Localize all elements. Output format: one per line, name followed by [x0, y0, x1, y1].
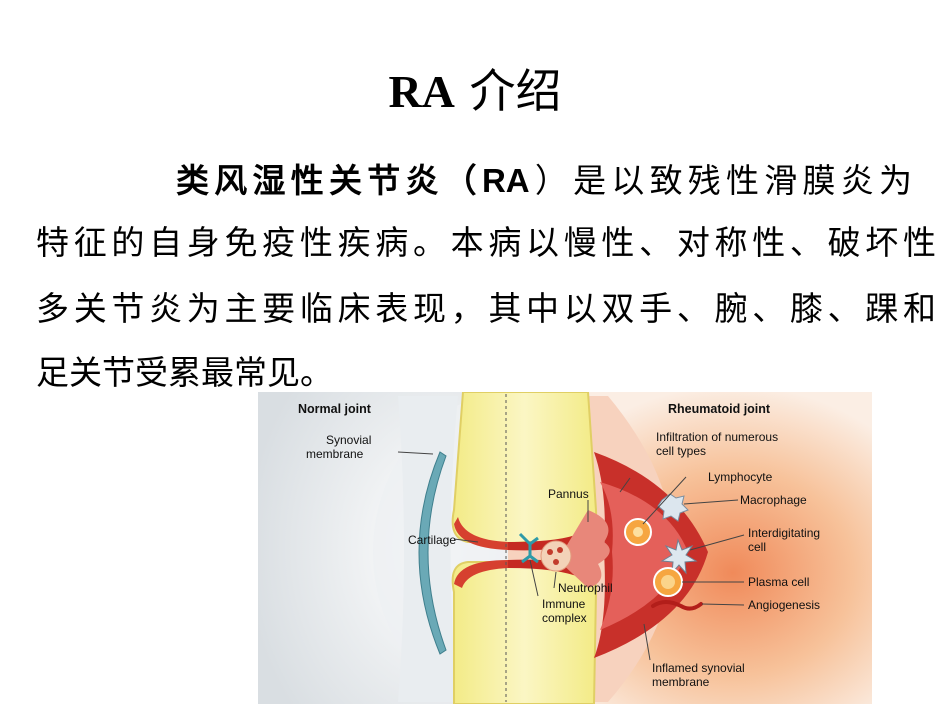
title-text: 介绍: [470, 64, 562, 118]
upper-bone: [453, 392, 596, 544]
neutrophil-granule-3: [553, 559, 559, 565]
paragraph-line-4: 足关节受累最常见。: [36, 348, 936, 398]
label-angiogenesis: Angiogenesis: [748, 598, 820, 612]
label-inflamed-1: Inflamed synovial: [652, 661, 745, 675]
term-bold: 类风湿性关节炎（: [176, 161, 482, 200]
plasma-cell-nucleus: [661, 575, 675, 589]
joint-diagram-svg: Normal joint Rheumatoid joint Synovial m…: [258, 392, 872, 704]
heading-rheumatoid-joint: Rheumatoid joint: [668, 402, 771, 416]
lymphocyte-nucleus: [633, 527, 643, 537]
label-plasma-cell: Plasma cell: [748, 575, 809, 589]
paragraph-line-1: 类风湿性关节炎（RA）是以致残性滑膜炎为: [176, 156, 912, 206]
label-neutrophil: Neutrophil: [558, 581, 613, 595]
neutrophil-granule-1: [547, 549, 553, 555]
neutrophil-granule-2: [557, 547, 563, 553]
paragraph-line-2: 特征的自身免疫性疾病。本病以慢性、对称性、破坏性: [36, 218, 936, 268]
term-abbreviation: RA: [482, 162, 530, 199]
title-abbreviation: RA: [388, 66, 454, 117]
neutrophil-cell: [541, 541, 571, 571]
label-infiltration-2: cell types: [656, 444, 706, 458]
label-inflamed-2: membrane: [652, 675, 710, 689]
label-synovial-1: Synovial: [326, 433, 371, 447]
label-lymphocyte: Lymphocyte: [708, 470, 773, 484]
label-pannus: Pannus: [548, 487, 589, 501]
label-infiltration-1: Infiltration of numerous: [656, 430, 778, 444]
slide-title: RA 介绍: [0, 58, 950, 125]
paragraph-line-3: 多关节炎为主要临床表现，其中以双手、腕、膝、踝和: [36, 284, 936, 334]
label-macrophage: Macrophage: [740, 493, 807, 507]
label-interdigitating-1: Interdigitating: [748, 526, 820, 540]
label-immune-2: complex: [542, 611, 587, 625]
label-synovial-2: membrane: [306, 447, 364, 461]
label-cartilage: Cartilage: [408, 533, 456, 547]
label-interdigitating-2: cell: [748, 540, 766, 554]
heading-normal-joint: Normal joint: [298, 402, 372, 416]
line-1-rest: ）是以致残性滑膜炎为: [530, 161, 912, 200]
label-immune-1: Immune: [542, 597, 586, 611]
joint-diagram: Normal joint Rheumatoid joint Synovial m…: [258, 392, 872, 704]
